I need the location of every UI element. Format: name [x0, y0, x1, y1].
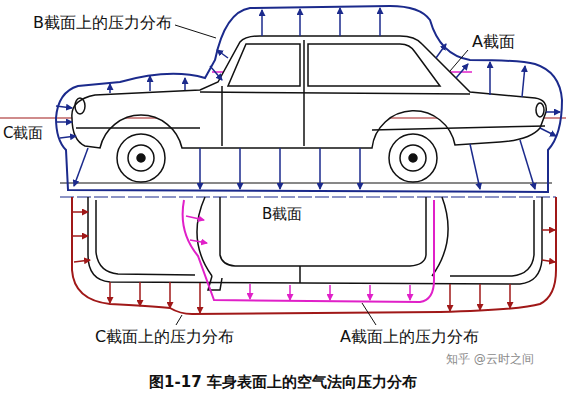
pressure-arrow: [139, 282, 141, 306]
pressure-arrow: [456, 64, 468, 78]
pressure-arrows: [56, 8, 560, 313]
section-label: A截面: [472, 32, 515, 51]
watermark: 知乎 @云时之间: [446, 352, 534, 366]
pressure-arrow: [72, 211, 88, 213]
pressure-arrow: [522, 66, 525, 97]
pressure-arrow: [169, 282, 171, 308]
section-pressure-label: C截面上的压力分布: [95, 327, 234, 346]
pressure-arrow: [542, 260, 555, 262]
pressure-arrow: [339, 8, 341, 36]
pressure-arrow: [56, 121, 72, 123]
pressure-arrow: [359, 148, 361, 189]
section-pressure-label: A截面上的压力分布: [340, 327, 479, 346]
pressure-arrow: [210, 66, 222, 80]
pressure-arrow: [369, 285, 371, 300]
pressure-arrow: [299, 9, 301, 36]
pressure-arrow: [217, 50, 228, 58]
a-pressure-envelope: [183, 200, 434, 302]
pressure-arrow: [470, 144, 480, 189]
pressure-arrow: [184, 78, 186, 90]
section-label: C截面: [3, 124, 43, 142]
car-side-view: [72, 36, 546, 182]
pressure-arrow: [109, 282, 111, 303]
pressure-arrow: [279, 148, 281, 189]
figure-caption: 图1-17 车身表面上的空气法向压力分布: [149, 373, 417, 391]
pressure-arrow: [60, 136, 76, 138]
pressure-arrow: [56, 106, 72, 108]
pressure-arrow: [74, 148, 88, 186]
b-section-line: [60, 196, 556, 197]
pressure-arrow: [409, 285, 411, 300]
pressure-arrow: [199, 148, 201, 189]
pressure-arrow: [199, 283, 201, 313]
section-label: B截面: [262, 205, 302, 223]
pressure-arrow: [436, 44, 446, 58]
pressure-arrow: [509, 284, 511, 308]
pressure-arrow: [186, 216, 204, 220]
pressure-arrow: [239, 148, 241, 189]
leader-lines: [175, 25, 468, 325]
pressure-arrow: [261, 10, 263, 36]
pressure-arrow: [289, 285, 291, 300]
pressure-arrow: [489, 62, 491, 95]
car-plan-view: [88, 197, 542, 290]
c-pressure-envelope: [72, 197, 556, 314]
section-pressure-label: B截面上的压力分布: [33, 13, 172, 32]
pressure-arrow: [479, 284, 481, 310]
pressure-arrow: [190, 240, 207, 243]
pressure-arrow: [329, 285, 331, 300]
pressure-arrow: [109, 84, 111, 93]
pressure-arrow: [72, 235, 88, 237]
pressure-arrow: [319, 148, 321, 189]
pressure-arrow: [379, 8, 381, 36]
pressure-arrow: [249, 284, 251, 299]
pressure-arrow: [149, 76, 151, 91]
b-pressure-envelope: [56, 6, 562, 192]
pressure-arrow: [449, 284, 451, 311]
pressure-arrow: [540, 128, 556, 136]
pressure-arrow: [546, 111, 560, 113]
pressure-arrow: [520, 140, 535, 189]
pressure-arrow: [542, 229, 555, 231]
pressure-arrow: [74, 260, 90, 262]
